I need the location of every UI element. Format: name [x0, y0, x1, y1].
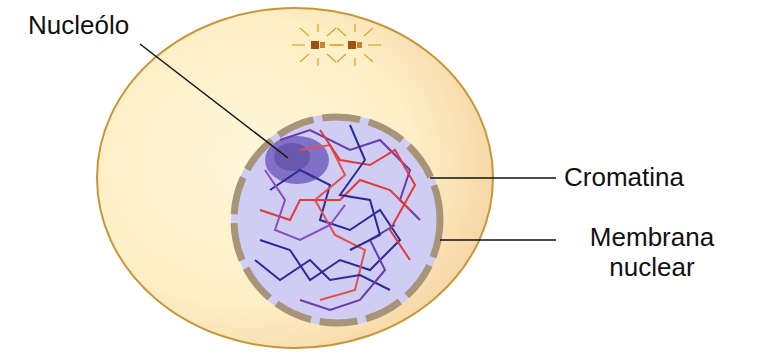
chromatin [255, 125, 420, 310]
part-label: Membrana nuclear [562, 222, 742, 282]
part-label: Nucleólo [28, 10, 228, 40]
leader-line [140, 44, 556, 240]
nucleolus [265, 136, 329, 184]
nuclear-membrane [234, 117, 440, 323]
part-label: Cromatina [564, 162, 744, 192]
centrosome [292, 24, 381, 66]
nucleus [231, 114, 443, 326]
